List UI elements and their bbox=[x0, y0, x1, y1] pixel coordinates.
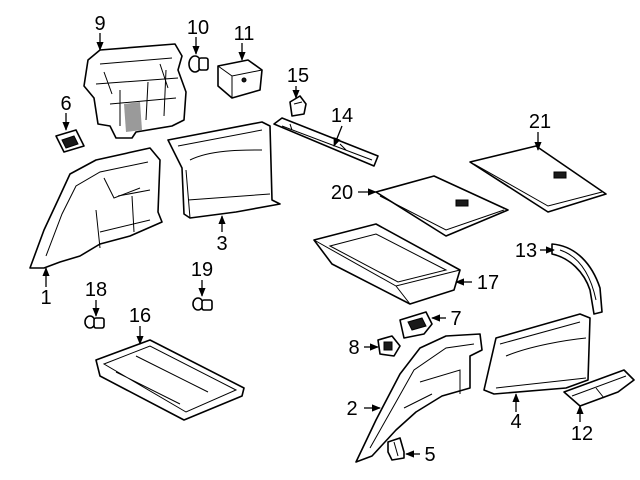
callout-20: 20 bbox=[331, 182, 353, 204]
callout-14: 14 bbox=[331, 105, 353, 127]
part-13-wheel-arch-molding bbox=[551, 243, 603, 315]
part-1-left-quarter-trim bbox=[29, 147, 163, 269]
callout-3: 3 bbox=[216, 233, 227, 255]
callout-17: 17 bbox=[477, 272, 499, 294]
part-5-bumper bbox=[387, 437, 405, 461]
callout-2: 2 bbox=[346, 398, 357, 420]
part-3-left-wheelhouse-trim bbox=[167, 121, 281, 219]
part-12-right-sill-trim bbox=[563, 369, 635, 407]
callout-16: 16 bbox=[129, 305, 151, 327]
part-18-clip bbox=[84, 315, 105, 329]
callout-8: 8 bbox=[348, 337, 359, 359]
part-8-connector bbox=[377, 335, 401, 357]
part-7-bracket bbox=[399, 311, 433, 339]
part-15-clip bbox=[289, 95, 307, 117]
part-17-storage-tray bbox=[313, 223, 461, 305]
part-16-floor-tray bbox=[95, 339, 245, 421]
callout-11: 11 bbox=[234, 23, 255, 45]
part-14-sill-plate bbox=[273, 117, 379, 167]
callout-18: 18 bbox=[85, 279, 107, 301]
callout-7: 7 bbox=[450, 308, 461, 330]
callout-10: 10 bbox=[187, 17, 209, 39]
part-6-hook bbox=[55, 129, 85, 153]
callout-labels: 1 2 3 4 5 6 7 8 9 10 11 12 13 14 15 16 1… bbox=[40, 13, 593, 466]
part-9-upper-trim-panel bbox=[83, 43, 187, 139]
callout-4: 4 bbox=[510, 411, 521, 433]
callout-6: 6 bbox=[60, 93, 71, 115]
callout-13: 13 bbox=[515, 240, 537, 262]
callout-leaders bbox=[42, 33, 584, 458]
callout-21: 21 bbox=[529, 111, 551, 133]
part-10-clip bbox=[188, 55, 209, 73]
callout-12: 12 bbox=[571, 423, 593, 445]
leader-14 bbox=[333, 125, 343, 147]
callout-19: 19 bbox=[191, 259, 213, 281]
callout-5: 5 bbox=[424, 444, 435, 466]
callout-9: 9 bbox=[94, 13, 105, 35]
part-20-floor-board bbox=[375, 175, 509, 237]
part-21-floor-board bbox=[469, 145, 607, 213]
part-11-module bbox=[217, 59, 263, 99]
part-2-right-quarter-trim bbox=[355, 333, 483, 463]
callout-1: 1 bbox=[40, 287, 51, 309]
part-19-clip bbox=[192, 297, 213, 311]
part-4-right-wheelhouse-trim bbox=[483, 313, 591, 395]
callout-15: 15 bbox=[287, 65, 309, 87]
